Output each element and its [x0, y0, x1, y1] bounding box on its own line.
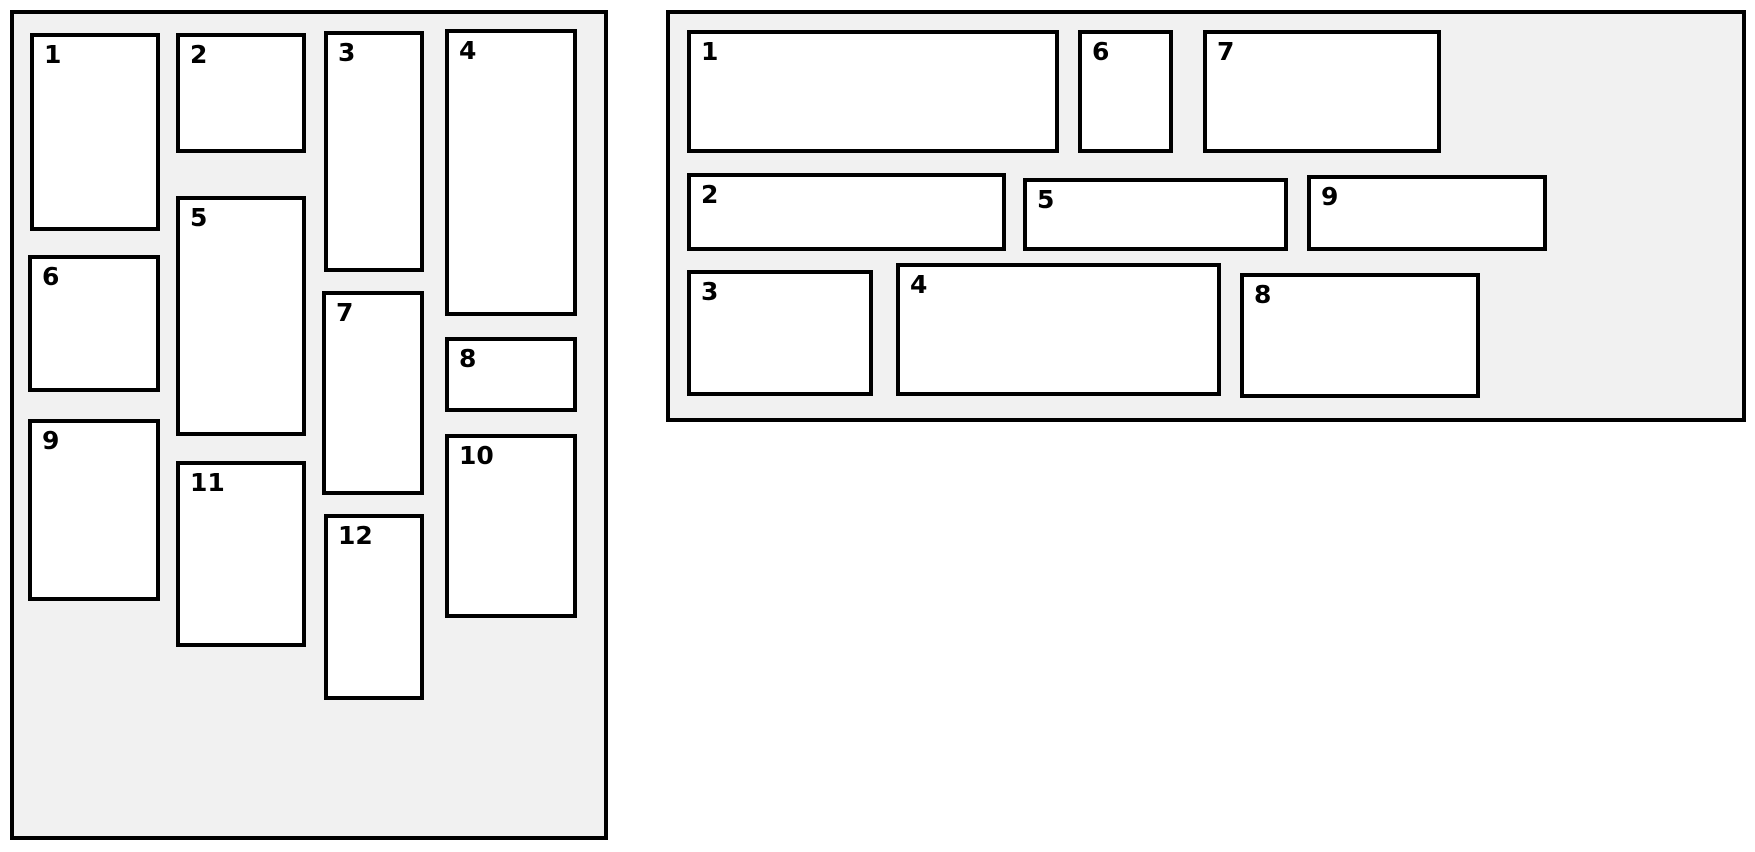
region-box[interactable]: 8: [445, 337, 577, 412]
region-box-label: 2: [701, 180, 719, 209]
region-box[interactable]: 8: [1240, 273, 1480, 398]
region-box[interactable]: 2: [176, 33, 306, 153]
region-box-label: 7: [336, 298, 354, 327]
region-box[interactable]: 6: [28, 255, 160, 392]
region-box[interactable]: 5: [176, 196, 306, 436]
region-box-label: 7: [1217, 37, 1235, 66]
region-box[interactable]: 9: [1307, 175, 1547, 251]
region-box[interactable]: 7: [1203, 30, 1441, 153]
region-box[interactable]: 10: [445, 434, 577, 618]
region-box-label: 6: [1092, 37, 1110, 66]
region-box[interactable]: 3: [324, 31, 424, 272]
region-box[interactable]: 9: [28, 419, 160, 601]
region-box-label: 6: [42, 262, 60, 291]
region-box[interactable]: 5: [1023, 178, 1288, 251]
region-box[interactable]: 4: [896, 263, 1221, 396]
region-box-label: 3: [338, 38, 356, 67]
region-box-label: 4: [910, 270, 928, 299]
region-box[interactable]: 2: [687, 173, 1006, 251]
region-box[interactable]: 6: [1078, 30, 1173, 153]
region-box-label: 9: [1321, 182, 1339, 211]
region-box-label: 4: [459, 36, 477, 65]
region-box[interactable]: 12: [324, 514, 424, 700]
region-box-label: 5: [190, 203, 208, 232]
region-box-label: 8: [1254, 280, 1272, 309]
region-box-label: 1: [44, 40, 62, 69]
right-panel: 1 6 7 2 5 9 3 4 8: [666, 10, 1746, 422]
region-box[interactable]: 7: [322, 291, 424, 495]
region-box[interactable]: 3: [687, 270, 873, 396]
region-box-label: 12: [338, 521, 373, 550]
region-box-label: 3: [701, 277, 719, 306]
region-box-label: 9: [42, 426, 60, 455]
region-box-label: 8: [459, 344, 477, 373]
region-box[interactable]: 1: [30, 33, 160, 231]
region-box[interactable]: 11: [176, 461, 306, 647]
region-box-label: 11: [190, 468, 225, 497]
region-box-label: 10: [459, 441, 494, 470]
region-box-label: 1: [701, 37, 719, 66]
region-box[interactable]: 1: [687, 30, 1059, 153]
region-box[interactable]: 4: [445, 29, 577, 316]
region-box-label: 2: [190, 40, 208, 69]
region-box-label: 5: [1037, 185, 1055, 214]
